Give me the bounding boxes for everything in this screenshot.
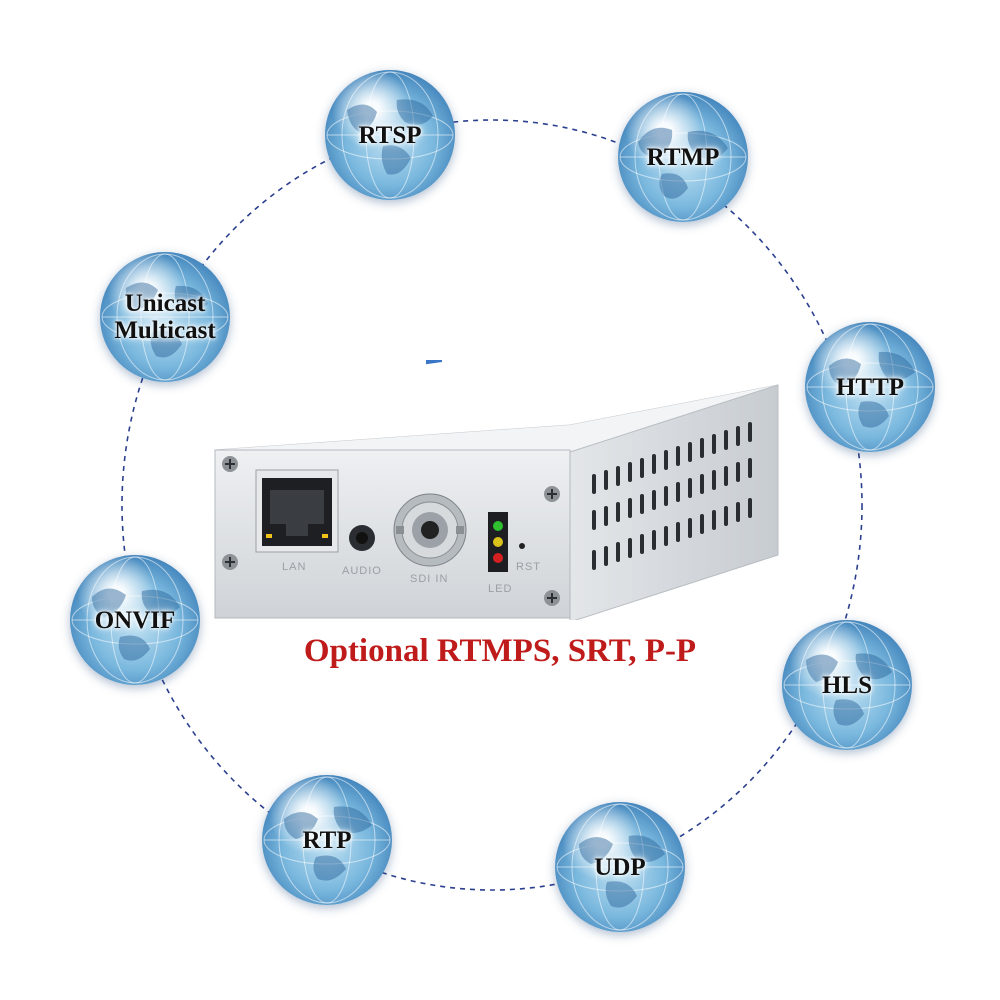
globe-http: HTTP [805,322,935,452]
rst-label: RST [516,561,541,573]
globe-icon [326,71,454,199]
reset-button-icon [519,543,525,549]
headline: Optional RTMPS, SRT, P-P [303,633,697,669]
protocol-label: RTSP [358,121,422,149]
sdi-bnc-connector-icon [393,493,467,567]
globe-rtsp: RTSP [325,70,455,200]
audio-label: AUDIO [342,565,382,577]
sdi-in-label: SDI IN [410,573,448,585]
globe-onvif: ONVIF [70,555,200,685]
protocol-label: RTMP [646,143,720,171]
globe-icon [101,253,229,381]
protocol-label: RTP [302,826,352,854]
globe-udp: UDP [555,802,685,932]
globe-unicast-multicast: Unicast Multicast [100,252,230,382]
audio-jack-icon [349,525,375,551]
globe-icon [263,776,391,904]
globe-icon [783,621,911,749]
led-label: LED [488,583,512,595]
globe-icon [71,556,199,684]
protocol-label: ONVIF [94,606,176,634]
status-led-icon [488,512,508,572]
lan-label: LAN [282,561,306,573]
globe-hls: HLS [782,620,912,750]
protocol-label: Unicast Multicast [114,290,216,344]
lan-port-icon [255,469,339,553]
protocol-label: HTTP [835,373,905,401]
screw-icon [222,456,560,606]
protocol-label: UDP [594,853,646,881]
globe-rtp: RTP [262,775,392,905]
globe-icon [556,803,684,931]
encoder-device: LAN AUDIO SDI IN RST LED [214,360,779,620]
protocol-label: HLS [821,671,873,699]
globe-icon [806,323,934,451]
globe-icon [619,93,747,221]
globe-rtmp: RTMP [618,92,748,222]
